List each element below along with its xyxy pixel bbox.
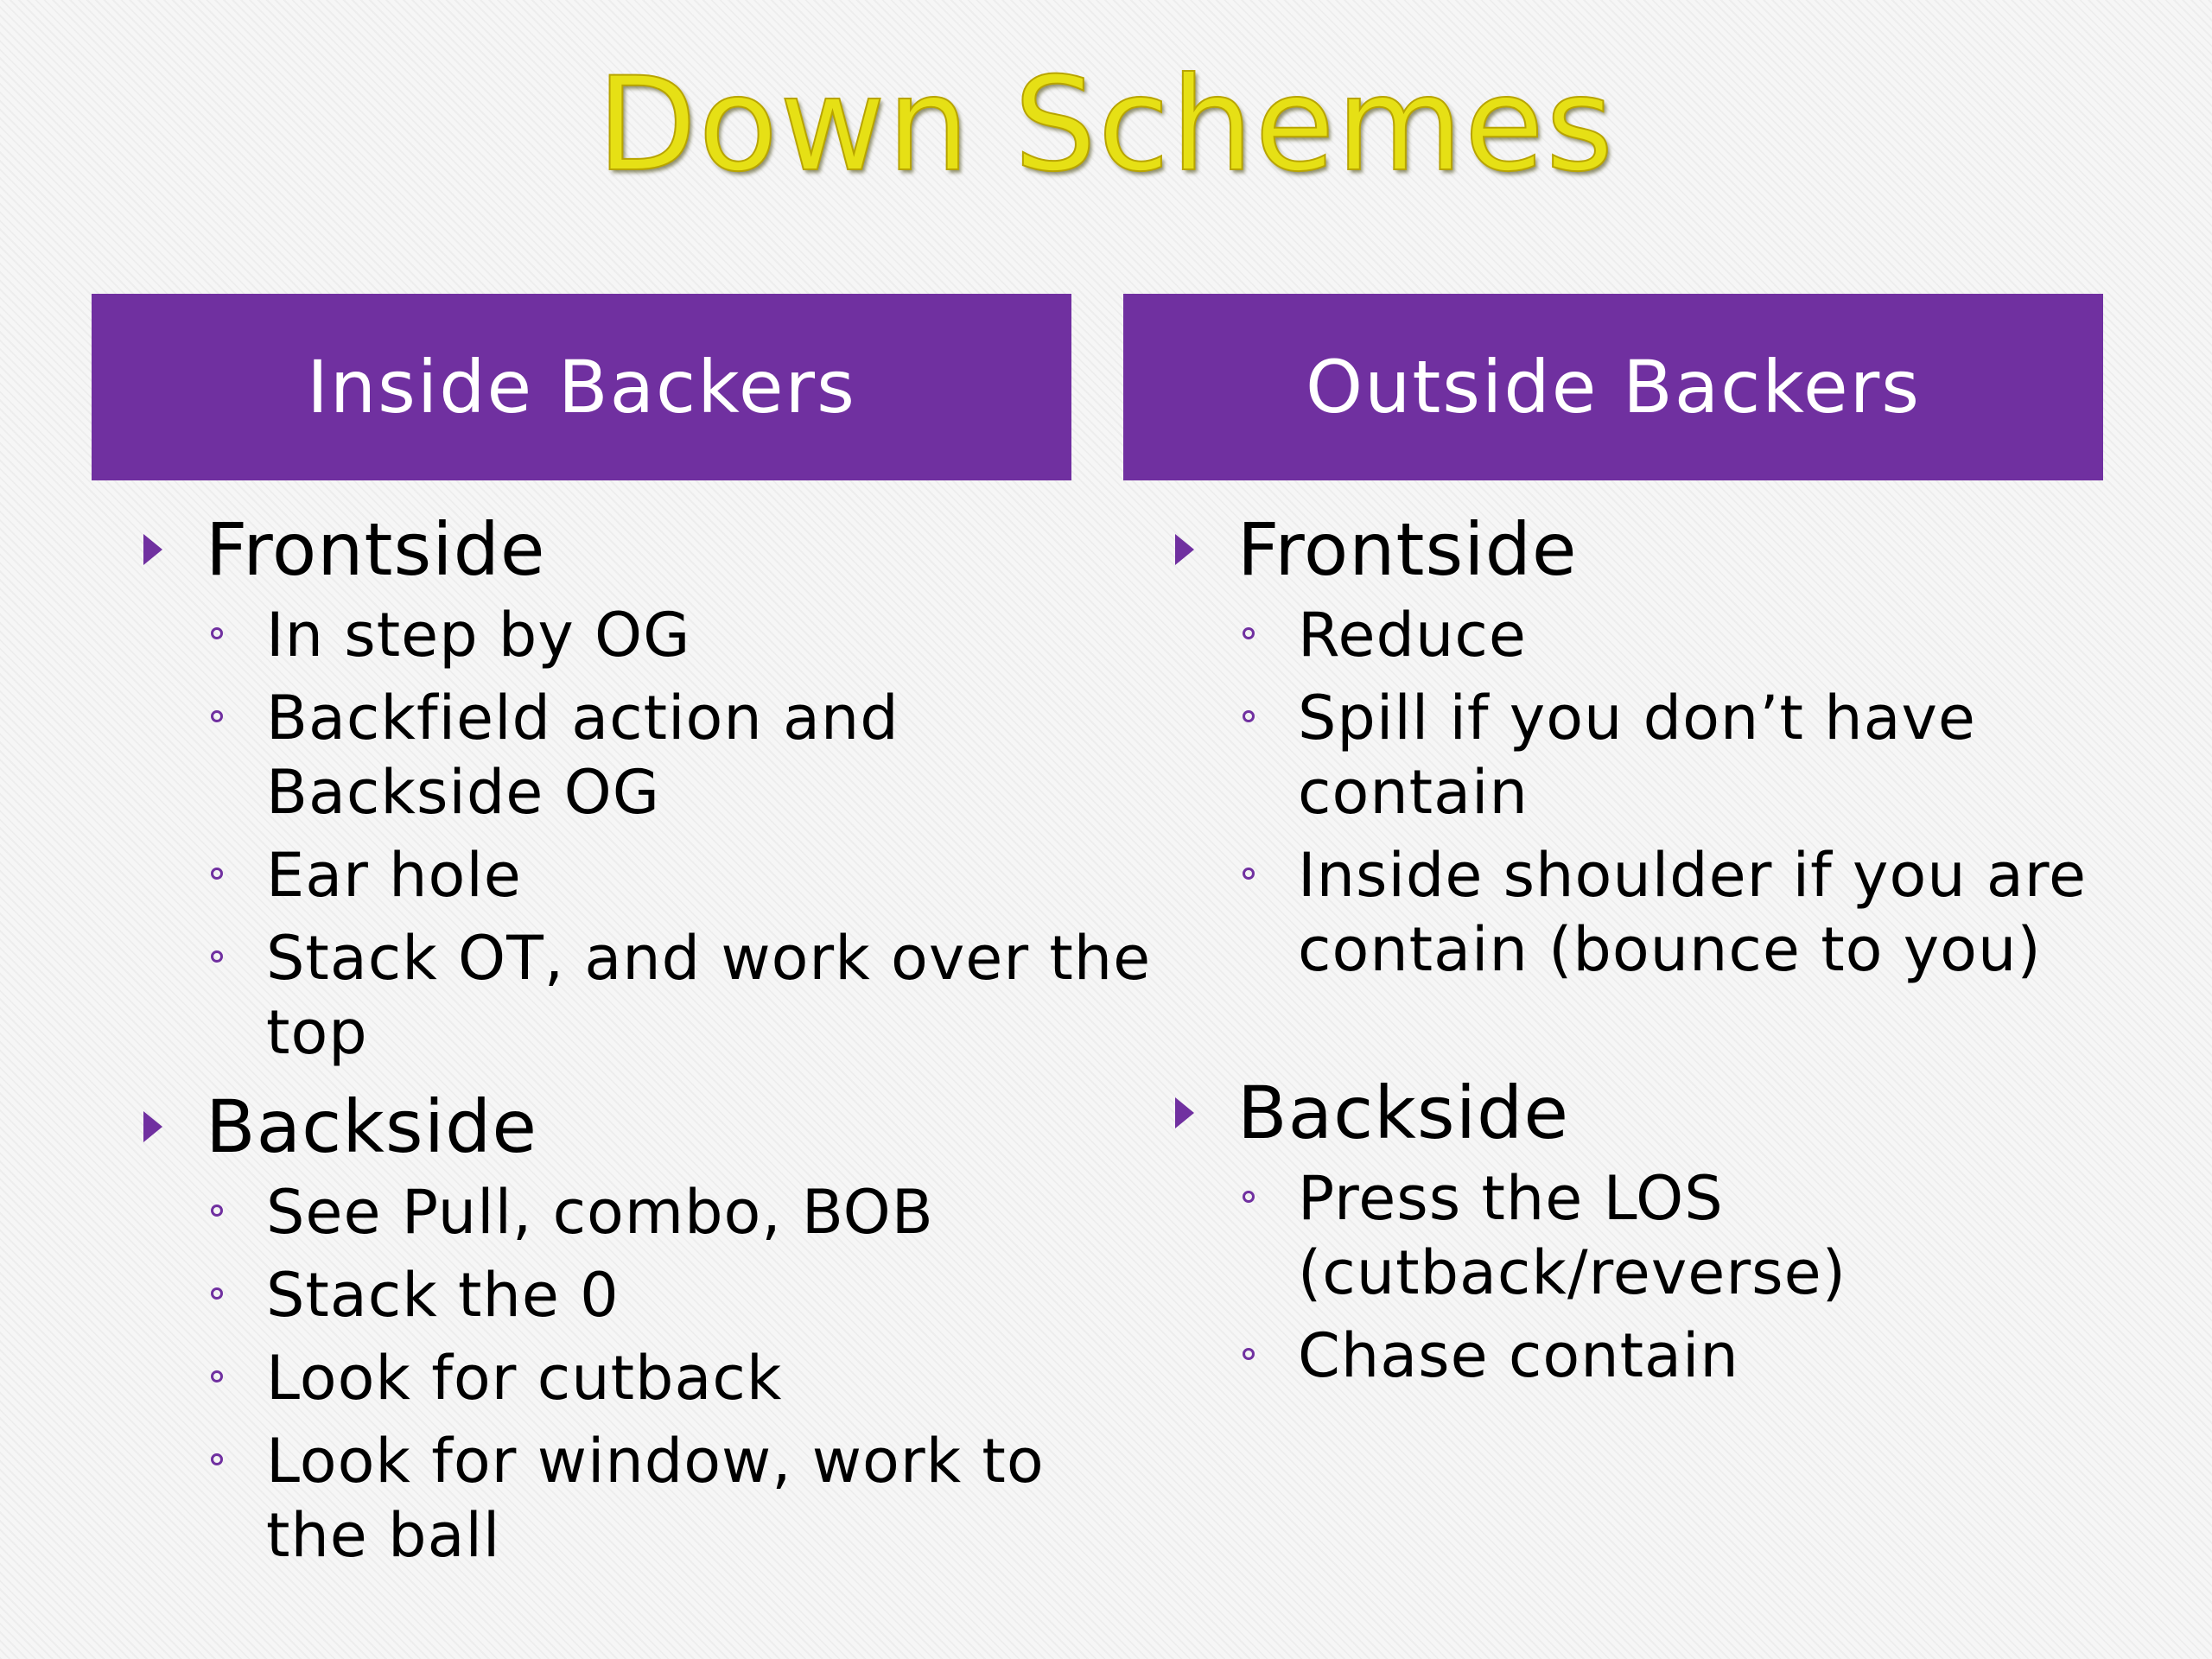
list-item-text: See Pull, combo, BOB <box>266 1177 934 1248</box>
column-header-outside-backers: Outside Backers <box>1123 294 2103 480</box>
list-item-text: Look for window, work to the ball <box>266 1426 1045 1571</box>
list-item-text: Stack OT, and work over the top <box>266 923 1152 1068</box>
bullet-list: Reduce Spill if you don’t have contain I… <box>1170 598 2207 987</box>
column-outside-backers: Frontside Reduce Spill if you don’t have… <box>1170 501 2207 1402</box>
list-item: Backfield action and Backside OG <box>138 681 1156 830</box>
list-item: Look for window, work to the ball <box>138 1424 1156 1573</box>
section-frontside: Frontside In step by OG Backfield action… <box>138 501 1175 1070</box>
list-item: Look for cutback <box>138 1341 1156 1415</box>
circle-bullet-icon <box>1243 868 1255 880</box>
section-frontside: Frontside Reduce Spill if you don’t have… <box>1170 501 2207 987</box>
list-item: Reduce <box>1170 598 2171 672</box>
section-heading: Backside <box>138 1078 1175 1175</box>
list-item-text: Inside shoulder if you are contain (boun… <box>1298 840 2088 985</box>
section-backside: Backside See Pull, combo, BOB Stack the … <box>138 1078 1175 1573</box>
circle-bullet-icon <box>211 1205 223 1217</box>
section-backside: Backside Press the LOS (cutback/reverse)… <box>1170 1065 2207 1393</box>
section-heading-text: Frontside <box>206 507 546 592</box>
list-item-text: In step by OG <box>266 600 691 671</box>
list-item-text: Ear hole <box>266 840 522 911</box>
list-item: Inside shoulder if you are contain (boun… <box>1170 838 2171 987</box>
bullet-list: In step by OG Backfield action and Backs… <box>138 598 1175 1070</box>
list-item-text: Reduce <box>1298 600 1527 671</box>
circle-bullet-icon <box>1243 627 1255 639</box>
section-heading-text: Backside <box>206 1084 538 1169</box>
section-heading: Backside <box>1170 1065 2207 1161</box>
list-item: Spill if you don’t have contain <box>1170 681 2171 830</box>
section-heading-text: Frontside <box>1237 507 1578 592</box>
list-item: Press the LOS (cutback/reverse) <box>1170 1161 2171 1310</box>
triangle-bullet-icon <box>1175 534 1194 565</box>
circle-bullet-icon <box>1243 1191 1255 1203</box>
slide-title: Down Schemes <box>596 50 1616 200</box>
list-item-text: Look for cutback <box>266 1343 783 1414</box>
circle-bullet-icon <box>211 868 223 880</box>
circle-bullet-icon <box>1243 710 1255 722</box>
column-header-inside-backers: Inside Backers <box>92 294 1071 480</box>
list-item-text: Press the LOS (cutback/reverse) <box>1298 1163 1847 1308</box>
list-item: Stack OT, and work over the top <box>138 921 1156 1070</box>
circle-bullet-icon <box>211 950 223 963</box>
triangle-bullet-icon <box>143 534 162 565</box>
list-item-text: Backfield action and Backside OG <box>266 683 899 828</box>
section-heading: Frontside <box>1170 501 2207 598</box>
list-item-text: Spill if you don’t have contain <box>1298 683 1977 828</box>
list-item: Chase contain <box>1170 1319 2171 1393</box>
list-item: See Pull, combo, BOB <box>138 1175 1156 1249</box>
circle-bullet-icon <box>211 1370 223 1382</box>
section-heading: Frontside <box>138 501 1175 598</box>
bullet-list: Press the LOS (cutback/reverse) Chase co… <box>1170 1161 2207 1393</box>
section-heading-text: Backside <box>1237 1071 1570 1155</box>
circle-bullet-icon <box>1243 1348 1255 1360</box>
list-item: Stack the 0 <box>138 1258 1156 1332</box>
column-inside-backers: Frontside In step by OG Backfield action… <box>138 501 1175 1581</box>
list-item-text: Stack the 0 <box>266 1260 620 1331</box>
bullet-list: See Pull, combo, BOB Stack the 0 Look fo… <box>138 1175 1175 1573</box>
list-item-text: Chase contain <box>1298 1320 1739 1391</box>
circle-bullet-icon <box>211 1287 223 1300</box>
circle-bullet-icon <box>211 1453 223 1465</box>
triangle-bullet-icon <box>1175 1097 1194 1128</box>
triangle-bullet-icon <box>143 1111 162 1142</box>
circle-bullet-icon <box>211 627 223 639</box>
circle-bullet-icon <box>211 710 223 722</box>
list-item: Ear hole <box>138 838 1156 912</box>
list-item: In step by OG <box>138 598 1156 672</box>
